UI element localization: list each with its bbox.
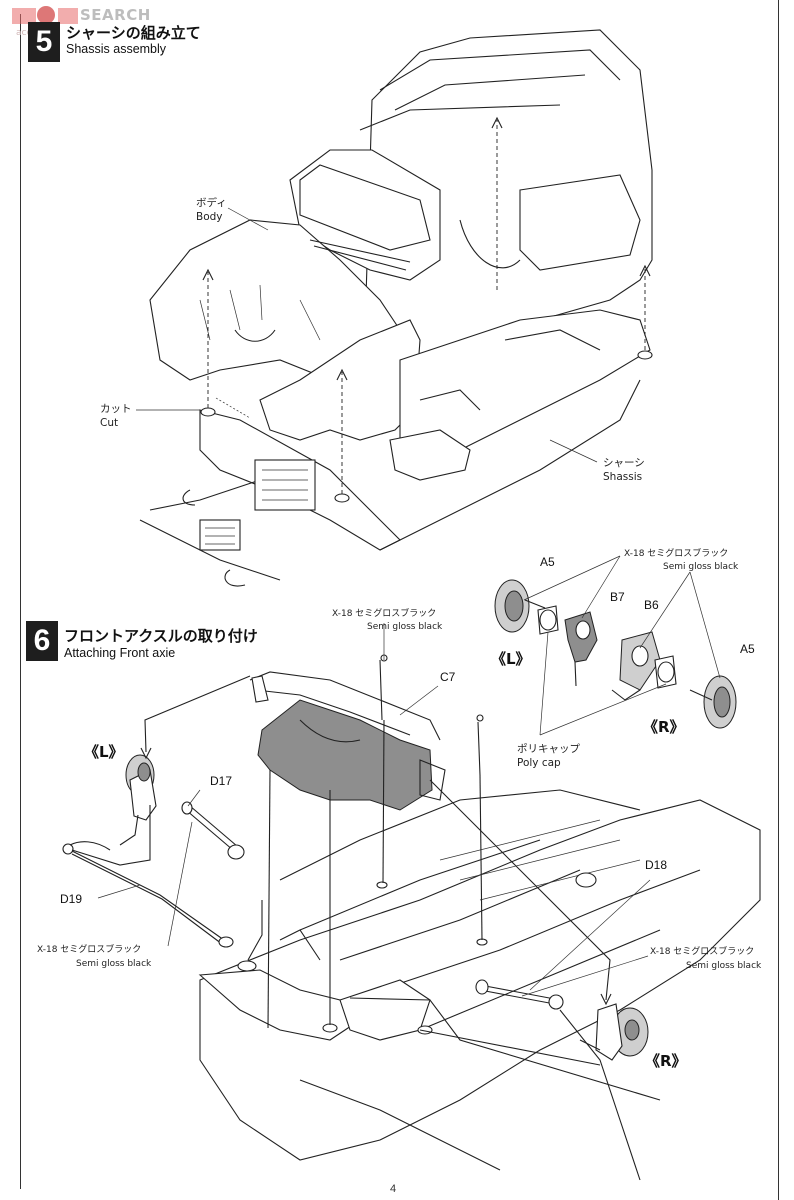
watermark-text: SEARCH: [80, 6, 151, 24]
knuckle-b6-drawing: [611, 631, 661, 701]
paint-leader-2: [581, 555, 621, 619]
paint-leader-1: [523, 555, 621, 601]
right-hub-a5-drawing: [689, 675, 737, 729]
shassis-label-en: Shassis: [603, 471, 643, 483]
step5-number-badge: 5: [28, 22, 60, 62]
detail-side-left: 《L》: [491, 650, 531, 668]
paint-leader-4: [689, 571, 721, 679]
step6-number-badge: 6: [26, 621, 58, 661]
step5-title-en: Shassis assembly: [66, 42, 167, 56]
step5-assembly-arrows: [202, 116, 651, 494]
d19-tie-rod-drawing: [62, 814, 234, 948]
step6-left-hub-drawing: [125, 754, 157, 821]
d19-leader: [97, 884, 141, 899]
left-paint-leader: [167, 821, 193, 947]
cut-label-en: Cut: [100, 417, 119, 429]
right-margin-rule: [778, 0, 779, 1200]
detail-paint-ja: X-18 セミグロスブラック: [624, 549, 729, 559]
step6-paint-left-en: Semi gloss black: [76, 959, 152, 969]
d18-leader: [529, 879, 651, 991]
part-b6: B6: [644, 598, 659, 612]
d17-driveshaft-drawing: [181, 801, 245, 860]
body-label-en: Body: [196, 211, 223, 223]
cut-mark: [215, 397, 251, 419]
c7-subframe-drawing: [249, 654, 484, 811]
step6-paint-top-en: Semi gloss black: [367, 622, 443, 632]
watermark-emblem-icon: [12, 6, 78, 24]
step6-paint-top-ja: X-18 セミグロスブラック: [332, 609, 437, 619]
cut-label-ja: カット: [100, 403, 132, 415]
polycap-label-en: Poly cap: [517, 757, 561, 769]
part-d18: D18: [645, 858, 668, 872]
d17-leader: [187, 789, 201, 807]
knuckle-b7-drawing: [564, 611, 598, 687]
step6-title-ja: フロントアクスルの取り付け: [64, 627, 258, 645]
polycap-leaders: [539, 631, 667, 736]
step6-right-hub-drawing: [579, 1003, 649, 1061]
step6-assembly-lines: [71, 675, 661, 1101]
shassis-leader-line: [549, 439, 598, 463]
detail-side-right: 《R》: [643, 718, 685, 736]
part-a5-left: A5: [540, 555, 555, 569]
part-d17: D17: [210, 774, 233, 788]
c7-leader: [399, 685, 439, 716]
part-d19: D19: [60, 892, 83, 906]
part-b7: B7: [610, 590, 625, 604]
part-a5-right: A5: [740, 642, 755, 656]
step6-title-en: Attaching Front axie: [64, 646, 176, 660]
step6-side-left: 《L》: [84, 743, 124, 761]
left-margin-rule: [20, 14, 21, 1189]
part-c7: C7: [440, 670, 456, 684]
page-number: 4: [390, 1183, 397, 1195]
polycap-label-ja: ポリキャップ: [517, 743, 580, 755]
polycap-right-drawing: [654, 655, 677, 689]
paint-leader-3: [639, 571, 691, 649]
step6-paint-left-ja: X-18 セミグロスブラック: [37, 945, 142, 955]
step6-paint-right-en: Semi gloss black: [686, 961, 762, 971]
body-leader-line: [227, 207, 269, 231]
right-paint-leader: [521, 955, 649, 997]
d18-driveshaft-drawing: [475, 979, 564, 1010]
polycap-left-drawing: [537, 605, 559, 635]
watermark-logo: SEARCH ace.shop: [6, 2, 206, 38]
left-hub-a5-drawing: [494, 579, 546, 633]
step6-paint-right-ja: X-18 セミグロスブラック: [650, 947, 755, 957]
shassis-label-ja: シャーシ: [603, 457, 645, 469]
chassis-frame-drawing: [139, 309, 653, 587]
detail-paint-en: Semi gloss black: [663, 562, 739, 572]
step6-side-right: 《R》: [645, 1052, 687, 1070]
step5-title-ja: シャーシの組み立て: [66, 24, 201, 42]
body-label-ja: ボディ: [196, 197, 227, 209]
